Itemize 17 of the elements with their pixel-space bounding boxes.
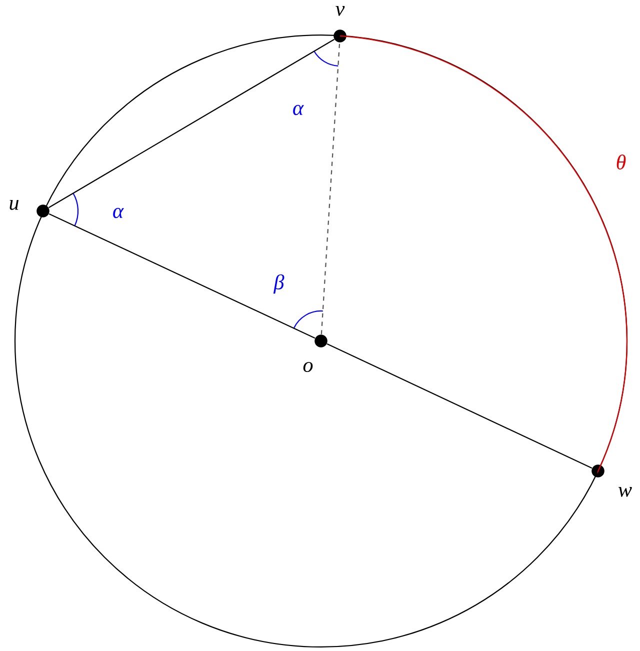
line <box>326 343 592 469</box>
line <box>48 213 316 339</box>
angle-label: α <box>113 208 124 218</box>
point-label: u <box>10 200 18 210</box>
angle-label: β <box>273 274 284 294</box>
point-label: v <box>336 6 345 16</box>
point-dot <box>592 464 604 478</box>
line <box>48 38 335 208</box>
point-label: o <box>303 362 313 372</box>
angle-label: α <box>293 104 304 116</box>
point-dot <box>334 30 346 42</box>
point-label: w <box>618 487 632 497</box>
point-dot <box>314 334 328 348</box>
edge-label: θ <box>616 154 626 170</box>
line <box>340 35 628 472</box>
line <box>320 42 340 334</box>
point-dot <box>36 204 50 218</box>
